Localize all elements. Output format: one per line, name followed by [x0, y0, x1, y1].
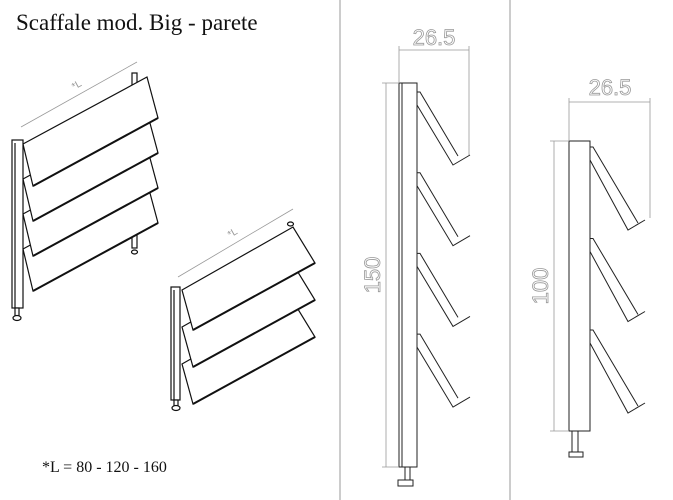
shelf-profile [417, 252, 459, 318]
length-label-small: *L [226, 226, 240, 240]
shelf-lip [192, 299, 316, 368]
shelf-profile [589, 159, 646, 231]
drawing-title: Scaffale mod. Big - parete [16, 10, 258, 35]
front-post [170, 286, 181, 401]
shelf-lip [192, 336, 316, 405]
shelf-profile [590, 238, 639, 315]
shelf-profile [590, 146, 639, 224]
shelf-profile [416, 346, 471, 408]
iso-view-small [170, 221, 316, 412]
shelf-lip [32, 152, 159, 222]
leveling-foot [12, 314, 22, 322]
leveling-foot [286, 221, 295, 227]
depth-label-large: 26.5 [413, 25, 456, 50]
shelf-profile [416, 104, 471, 166]
shelf-lip [32, 222, 159, 292]
length-label-large: *L [70, 78, 84, 92]
shelf-profile [589, 251, 646, 323]
shelf-lip [32, 117, 159, 187]
depth-label-small: 26.5 [589, 75, 632, 100]
shelf-profile [417, 172, 459, 237]
iso-view-large [11, 72, 159, 322]
shelf-profile [416, 185, 471, 247]
side-view-small [550, 98, 651, 458]
shelf-lip [192, 262, 316, 331]
side-view-large [382, 46, 471, 487]
shelf-profile [417, 333, 459, 399]
front-post [11, 139, 24, 309]
shelf-profile [590, 329, 639, 407]
leveling-foot [130, 249, 139, 255]
shelf-lip [32, 187, 159, 257]
shelf-profile [416, 266, 471, 328]
shelf-profile [417, 91, 459, 157]
leveling-foot [171, 404, 181, 412]
length-options-note: *L = 80 - 120 - 160 [42, 459, 167, 476]
shelf-profile [589, 342, 646, 414]
height-label-large: 150 [360, 257, 385, 294]
height-label-small: 100 [528, 268, 553, 305]
